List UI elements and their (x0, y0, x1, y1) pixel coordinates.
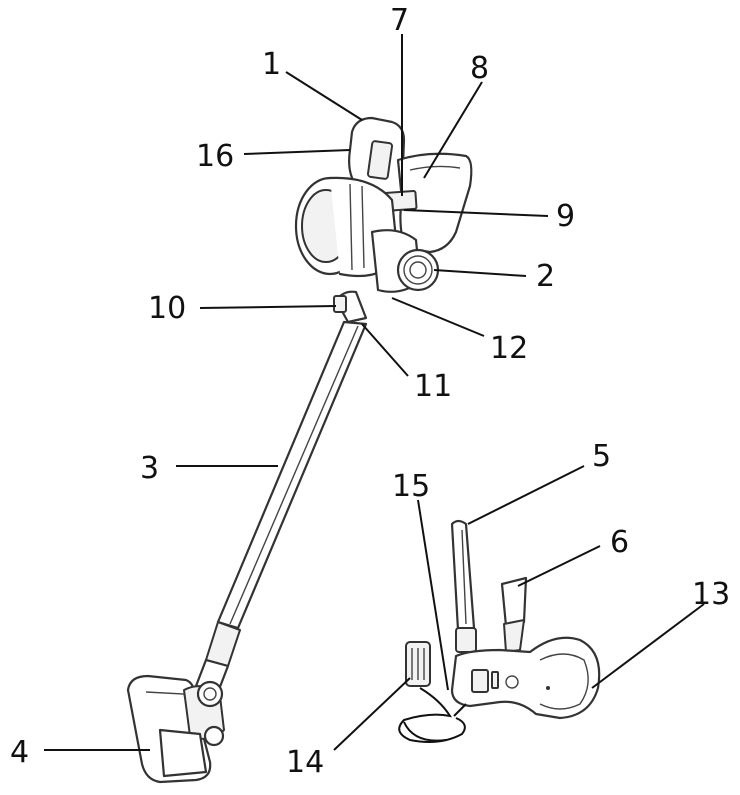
label-7: 7 (390, 3, 409, 38)
floor-brush (126, 674, 225, 784)
leader-5 (467, 465, 585, 525)
label-5: 5 (592, 439, 611, 474)
label-8: 8 (470, 51, 489, 86)
vacuum-main-body (294, 116, 473, 324)
extension-tube (194, 320, 368, 694)
label-10: 10 (148, 291, 186, 326)
leader-13 (591, 603, 705, 689)
part-number-labels: 1 2 3 4 5 6 7 8 9 10 11 12 13 14 15 16 (10, 3, 730, 780)
leader-10 (199, 305, 337, 309)
leader-16 (243, 149, 351, 155)
leader-1 (285, 71, 363, 121)
label-2: 2 (536, 259, 555, 294)
leader-lines (44, 34, 705, 751)
label-3: 3 (140, 451, 159, 486)
leader-12 (391, 297, 485, 337)
label-16: 16 (196, 139, 234, 174)
label-11: 11 (414, 369, 452, 404)
charging-dock (450, 519, 601, 720)
label-9: 9 (556, 199, 575, 234)
leader-9 (403, 209, 549, 217)
leader-15 (417, 499, 449, 691)
label-1: 1 (262, 47, 281, 82)
leader-6 (517, 545, 601, 587)
label-13: 13 (692, 577, 730, 612)
label-4: 4 (10, 735, 29, 770)
label-12: 12 (490, 331, 528, 366)
leader-11 (361, 323, 409, 377)
leader-14 (333, 677, 411, 751)
power-adapter (398, 641, 467, 743)
label-6: 6 (610, 525, 629, 560)
leader-8 (423, 81, 483, 179)
label-15: 15 (392, 469, 430, 504)
leader-2 (433, 269, 527, 277)
label-14: 14 (286, 745, 324, 780)
